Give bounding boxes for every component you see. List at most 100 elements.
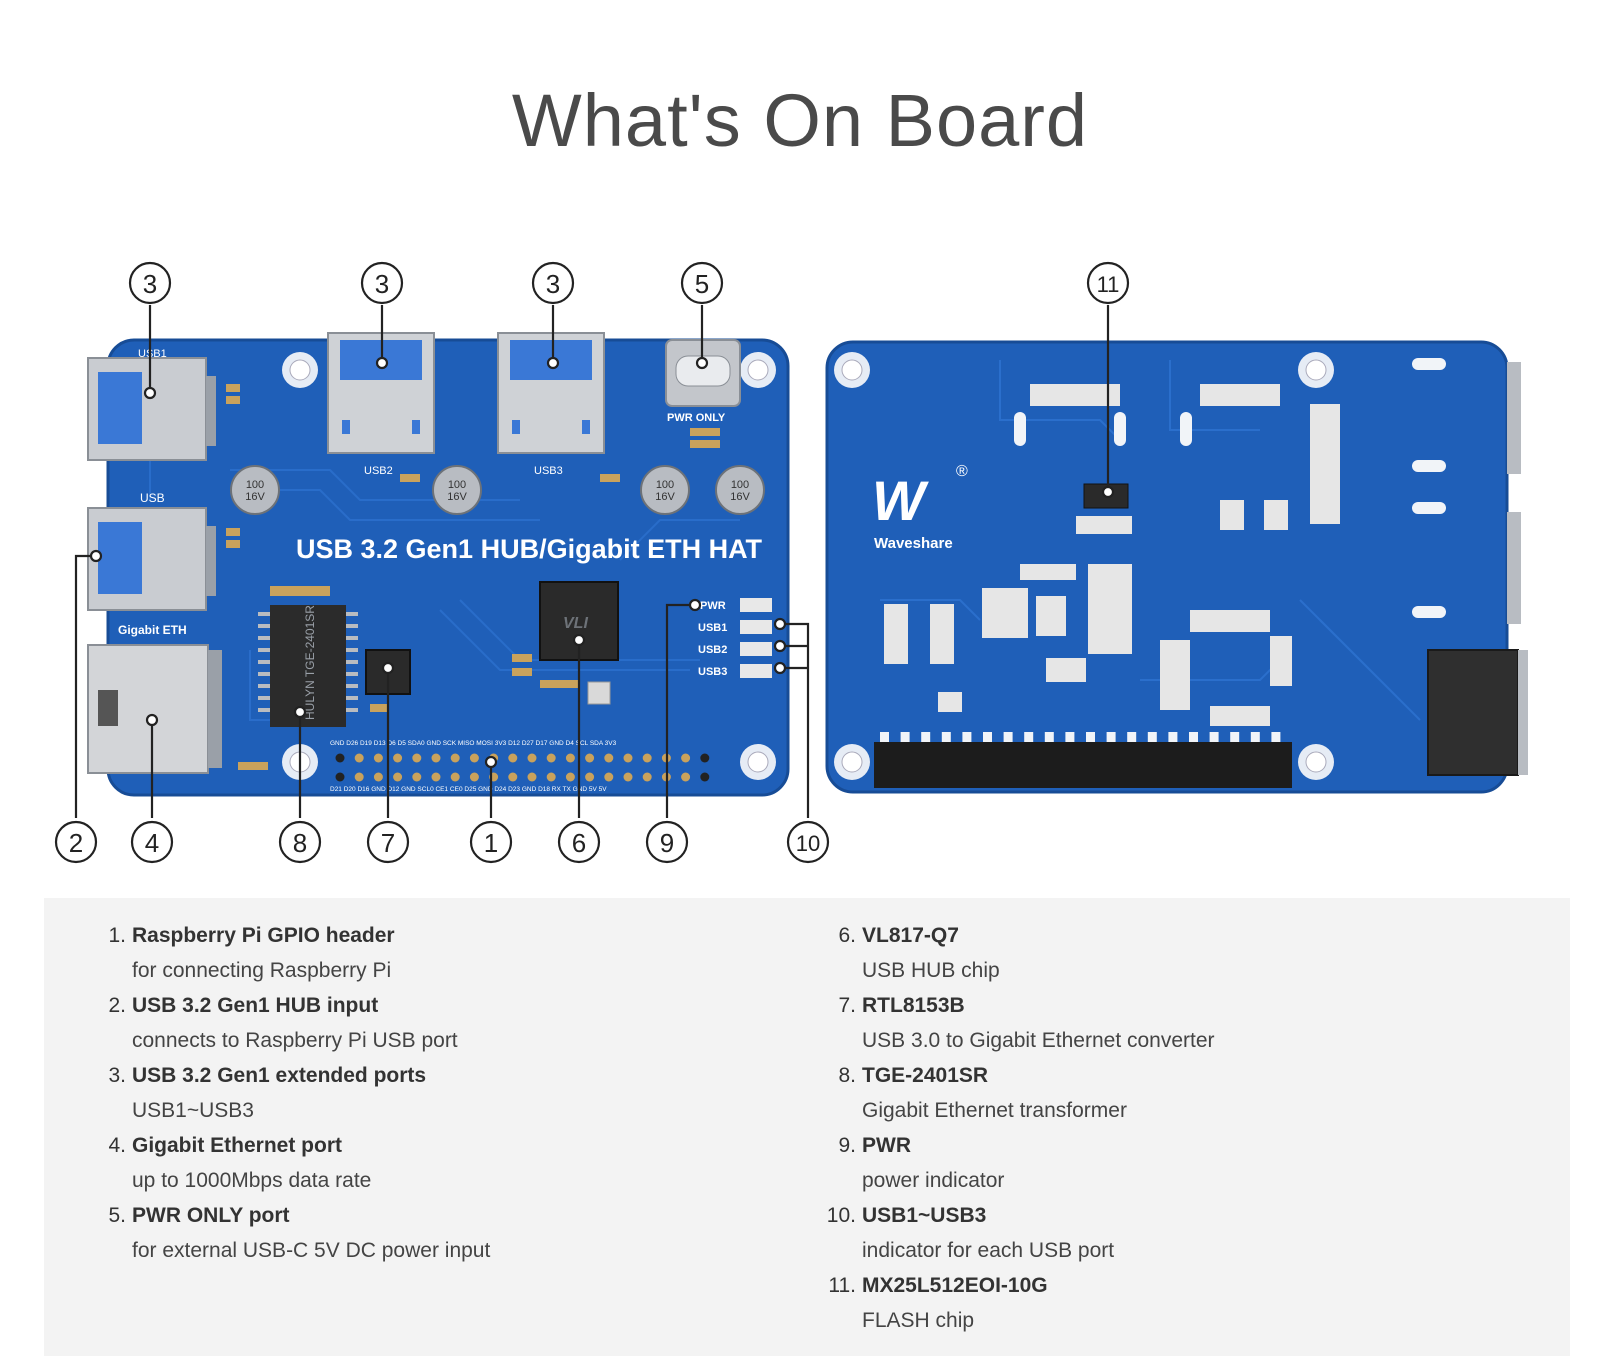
legend-number: 3. [108,1064,126,1087]
legend-number: 6. [838,924,856,947]
legend-description: indicator for each USB port [862,1239,1115,1262]
gpio-header-tab [1086,732,1095,742]
gpio-pad [623,772,633,782]
waveshare-logo: W ® Waveshare [872,463,968,552]
legend-number: 11. [828,1274,856,1297]
legend-description: USB 3.0 to Gigabit Ethernet converter [862,1029,1215,1052]
gpio-pad [546,753,556,763]
callout-2-label: 2 [69,828,83,858]
usb3-port [497,332,605,454]
gpio-header-tab [1065,732,1075,742]
gpio-pad [373,753,383,763]
callout-6-label: 6 [572,828,586,858]
legend-panel: 1. Raspberry Pi GPIO header for connecti… [44,898,1570,1356]
pwr-only-usbc-port [665,339,741,407]
gpio-header-tab [1127,732,1137,742]
gpio-pad [681,753,691,763]
gpio-header-tab [1044,732,1054,742]
gpio-pad [681,772,691,782]
gpio-header-tab [983,732,992,742]
usb-input-port [87,507,216,611]
legend-number: 4. [108,1134,126,1157]
callout-4: 4 [130,820,174,864]
gpio-pad [450,772,460,782]
smd-components [226,384,720,770]
gpio-header-tab [1168,732,1178,742]
legend-number: 7. [838,994,856,1017]
legend-title: VL817-Q7 [862,924,959,947]
usb3-label: USB3 [534,465,563,477]
board-diagram: USB1 USB Gigabit ETH USB2 USB3 PWR ONLY [54,261,1528,864]
gpio-pad [469,753,479,763]
back-gpio-header [874,742,1292,788]
gpio-header-tab [1003,732,1013,742]
callout-2: 2 [54,820,98,864]
callout-7-label: 7 [381,828,395,858]
gpio-header-tab [941,732,951,742]
indicator-usb3-label: USB3 [698,666,727,678]
callout-5: 5 [680,261,724,305]
legend-number: 1. [108,924,126,947]
gpio-pad [335,753,345,763]
callout-3-usb1-label: 3 [143,269,157,299]
callout-9-label: 9 [660,828,674,858]
ethernet-port [87,644,222,774]
callout-5-label: 5 [695,269,709,299]
callout-3-usb3: 3 [531,261,575,305]
gpio-pad [335,772,345,782]
legend-description: Gigabit Ethernet transformer [862,1099,1127,1122]
gpio-pad [412,772,422,782]
gpio-pad [431,772,441,782]
legend-title: PWR [862,1134,911,1157]
legend-description: connects to Raspberry Pi USB port [132,1029,458,1052]
gpio-pad [642,772,652,782]
back-gpio-tabs [880,732,1281,742]
back-board: W ® Waveshare [825,340,1528,794]
gpio-header-tab [880,732,889,742]
capacitors [230,465,765,515]
usb1-label: USB1 [138,348,167,360]
callout-6: 6 [557,820,601,864]
callout-3-usb2-label: 3 [375,269,389,299]
gpio-pad [508,772,518,782]
gpio-header-tab [1024,732,1034,742]
gpio-header-tab [1250,732,1260,742]
legend-number: 2. [108,994,126,1017]
indicator-pwr-label: PWR [700,600,726,612]
callout-10: 10 [786,820,830,864]
gpio-header-tab [962,732,972,742]
tge-2401sr-transformer: HULYN TGE-2401SR [258,605,358,727]
gpio-pad [412,753,422,763]
legend-number: 8. [838,1064,856,1087]
gpio-pad [393,772,403,782]
registered-mark: ® [956,463,968,480]
legend-description: USB1~USB3 [132,1099,254,1122]
gpio-header-tab [1230,732,1240,742]
callout-9: 9 [645,820,689,864]
legend-title: Raspberry Pi GPIO header [132,924,395,947]
legend-description: power indicator [862,1169,1005,1192]
gpio-header-tab [921,732,931,742]
gpio-header-tab [900,732,910,742]
gpio-pad [585,753,595,763]
gpio-pad [508,753,518,763]
back-slots [1014,358,1446,618]
gpio-pad [527,753,537,763]
legend-description: up to 1000Mbps data rate [132,1169,372,1192]
gpio-pad [604,753,614,763]
gpio-pad [700,772,710,782]
vl817-chip: VLI [539,581,619,661]
gpio-header-tab [1106,732,1116,742]
gpio-header-tab [1271,732,1281,742]
legend-title: USB1~USB3 [862,1204,987,1227]
indicator-usb2-label: USB2 [698,644,727,656]
gpio-header-tab [1209,732,1219,742]
gpio-pad [565,753,575,763]
gpio-pad [700,753,710,763]
callout-10-label: 10 [796,831,820,856]
vl817-chip-marking: VLI [563,615,588,632]
legend-number: 10. [826,1204,856,1227]
